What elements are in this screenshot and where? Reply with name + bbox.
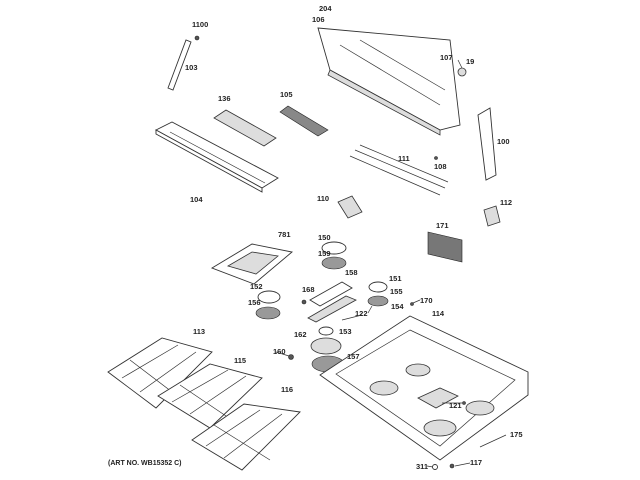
callout: 117 [470, 458, 482, 467]
callout: 311 [416, 462, 428, 471]
part-burner-head-155[interactable] [367, 295, 389, 307]
part-burner-head-159[interactable] [321, 256, 347, 270]
callout: 113 [193, 327, 205, 336]
part-overlay[interactable] [213, 109, 277, 147]
part-oval-burner-158[interactable] [307, 281, 357, 323]
callout: 103 [185, 63, 198, 72]
callout: 160 [273, 347, 286, 356]
callout: 1100 [192, 20, 208, 29]
part-module[interactable] [337, 195, 363, 219]
callout: 122 [355, 309, 368, 318]
callout: 175 [510, 430, 523, 439]
callout: 159 [318, 249, 331, 258]
callout: 110 [317, 194, 329, 203]
callout: 116 [281, 385, 293, 394]
callout: 781 [278, 230, 291, 239]
callout: 168 [302, 285, 315, 294]
part-vent-grille[interactable] [427, 231, 463, 263]
callout: 107 [440, 53, 453, 62]
callout: 19 [466, 57, 474, 66]
callout: 153 [339, 327, 352, 336]
part-bracket[interactable] [167, 35, 200, 91]
part-burner-ring-162[interactable] [310, 337, 342, 355]
callout: 158 [345, 268, 358, 277]
callout: 157 [347, 352, 360, 361]
part-backsplash[interactable] [317, 27, 461, 136]
part-cooktop[interactable] [319, 315, 529, 461]
callout: 115 [234, 356, 246, 365]
callout: 152 [250, 282, 263, 291]
callout: 136 [218, 94, 231, 103]
callout: 121 [449, 401, 462, 410]
callout: 151 [389, 274, 402, 283]
callout: 104 [190, 195, 203, 204]
callout-labels: 1100 103 136 105 204 106 107 19 100 104 … [185, 4, 523, 471]
callout: 108 [434, 162, 447, 171]
callout: 170 [420, 296, 433, 305]
part-grate-116[interactable] [191, 403, 301, 471]
part-grate-115[interactable] [157, 363, 263, 429]
callout: 156 [248, 298, 261, 307]
callout: 154 [391, 302, 404, 311]
part-burner-cap-151[interactable] [368, 281, 388, 293]
part-side-trim[interactable] [477, 107, 497, 181]
part-19-knob[interactable] [457, 67, 467, 77]
callout: 171 [436, 221, 449, 230]
part-control-board[interactable] [279, 105, 329, 137]
callout: 204 [319, 4, 332, 13]
part-burner-cap-150[interactable] [321, 241, 347, 255]
part-wire-harness[interactable] [349, 144, 449, 196]
part-112-bracket[interactable] [483, 205, 501, 227]
part-burner-cap-152[interactable] [257, 290, 281, 304]
part-griddle[interactable] [210, 243, 294, 285]
callout: 106 [312, 15, 325, 24]
callout: 150 [318, 233, 331, 242]
part-burner-cap-153[interactable] [318, 326, 334, 336]
callout: 111 [398, 154, 410, 163]
part-burner-head-156[interactable] [255, 306, 281, 320]
callout: 105 [280, 90, 293, 99]
callout: 155 [390, 287, 403, 296]
callout: 112 [500, 198, 512, 207]
hardware-screws [288, 156, 466, 470]
callout: 114 [432, 309, 445, 318]
callout: 100 [497, 137, 510, 146]
art-number: (ART NO. WB15352 C) [108, 460, 182, 467]
part-control-panel[interactable] [155, 121, 279, 193]
callout: 162 [294, 330, 307, 339]
